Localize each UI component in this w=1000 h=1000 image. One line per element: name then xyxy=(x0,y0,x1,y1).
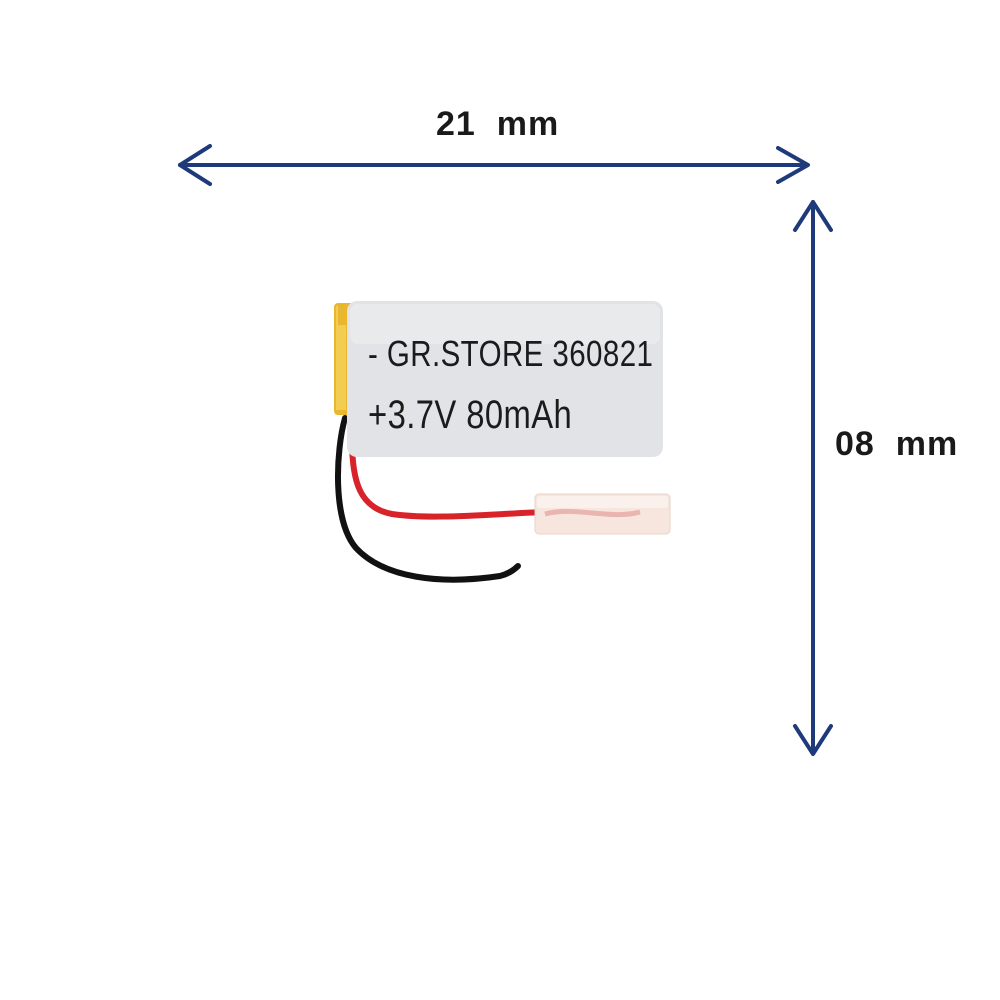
connector xyxy=(534,493,671,535)
width-arrow-icon xyxy=(178,144,810,186)
red-wire xyxy=(349,437,548,520)
black-wire xyxy=(335,415,521,583)
width-dimension-label: 21 mm xyxy=(436,105,560,143)
height-dimension-label: 08 mm xyxy=(835,425,959,463)
battery-label-line-1: - GR.STORE 360821 xyxy=(368,333,654,374)
height-arrow-icon xyxy=(793,200,833,756)
battery-label-line-2: +3.7V 80mAh xyxy=(368,393,573,437)
